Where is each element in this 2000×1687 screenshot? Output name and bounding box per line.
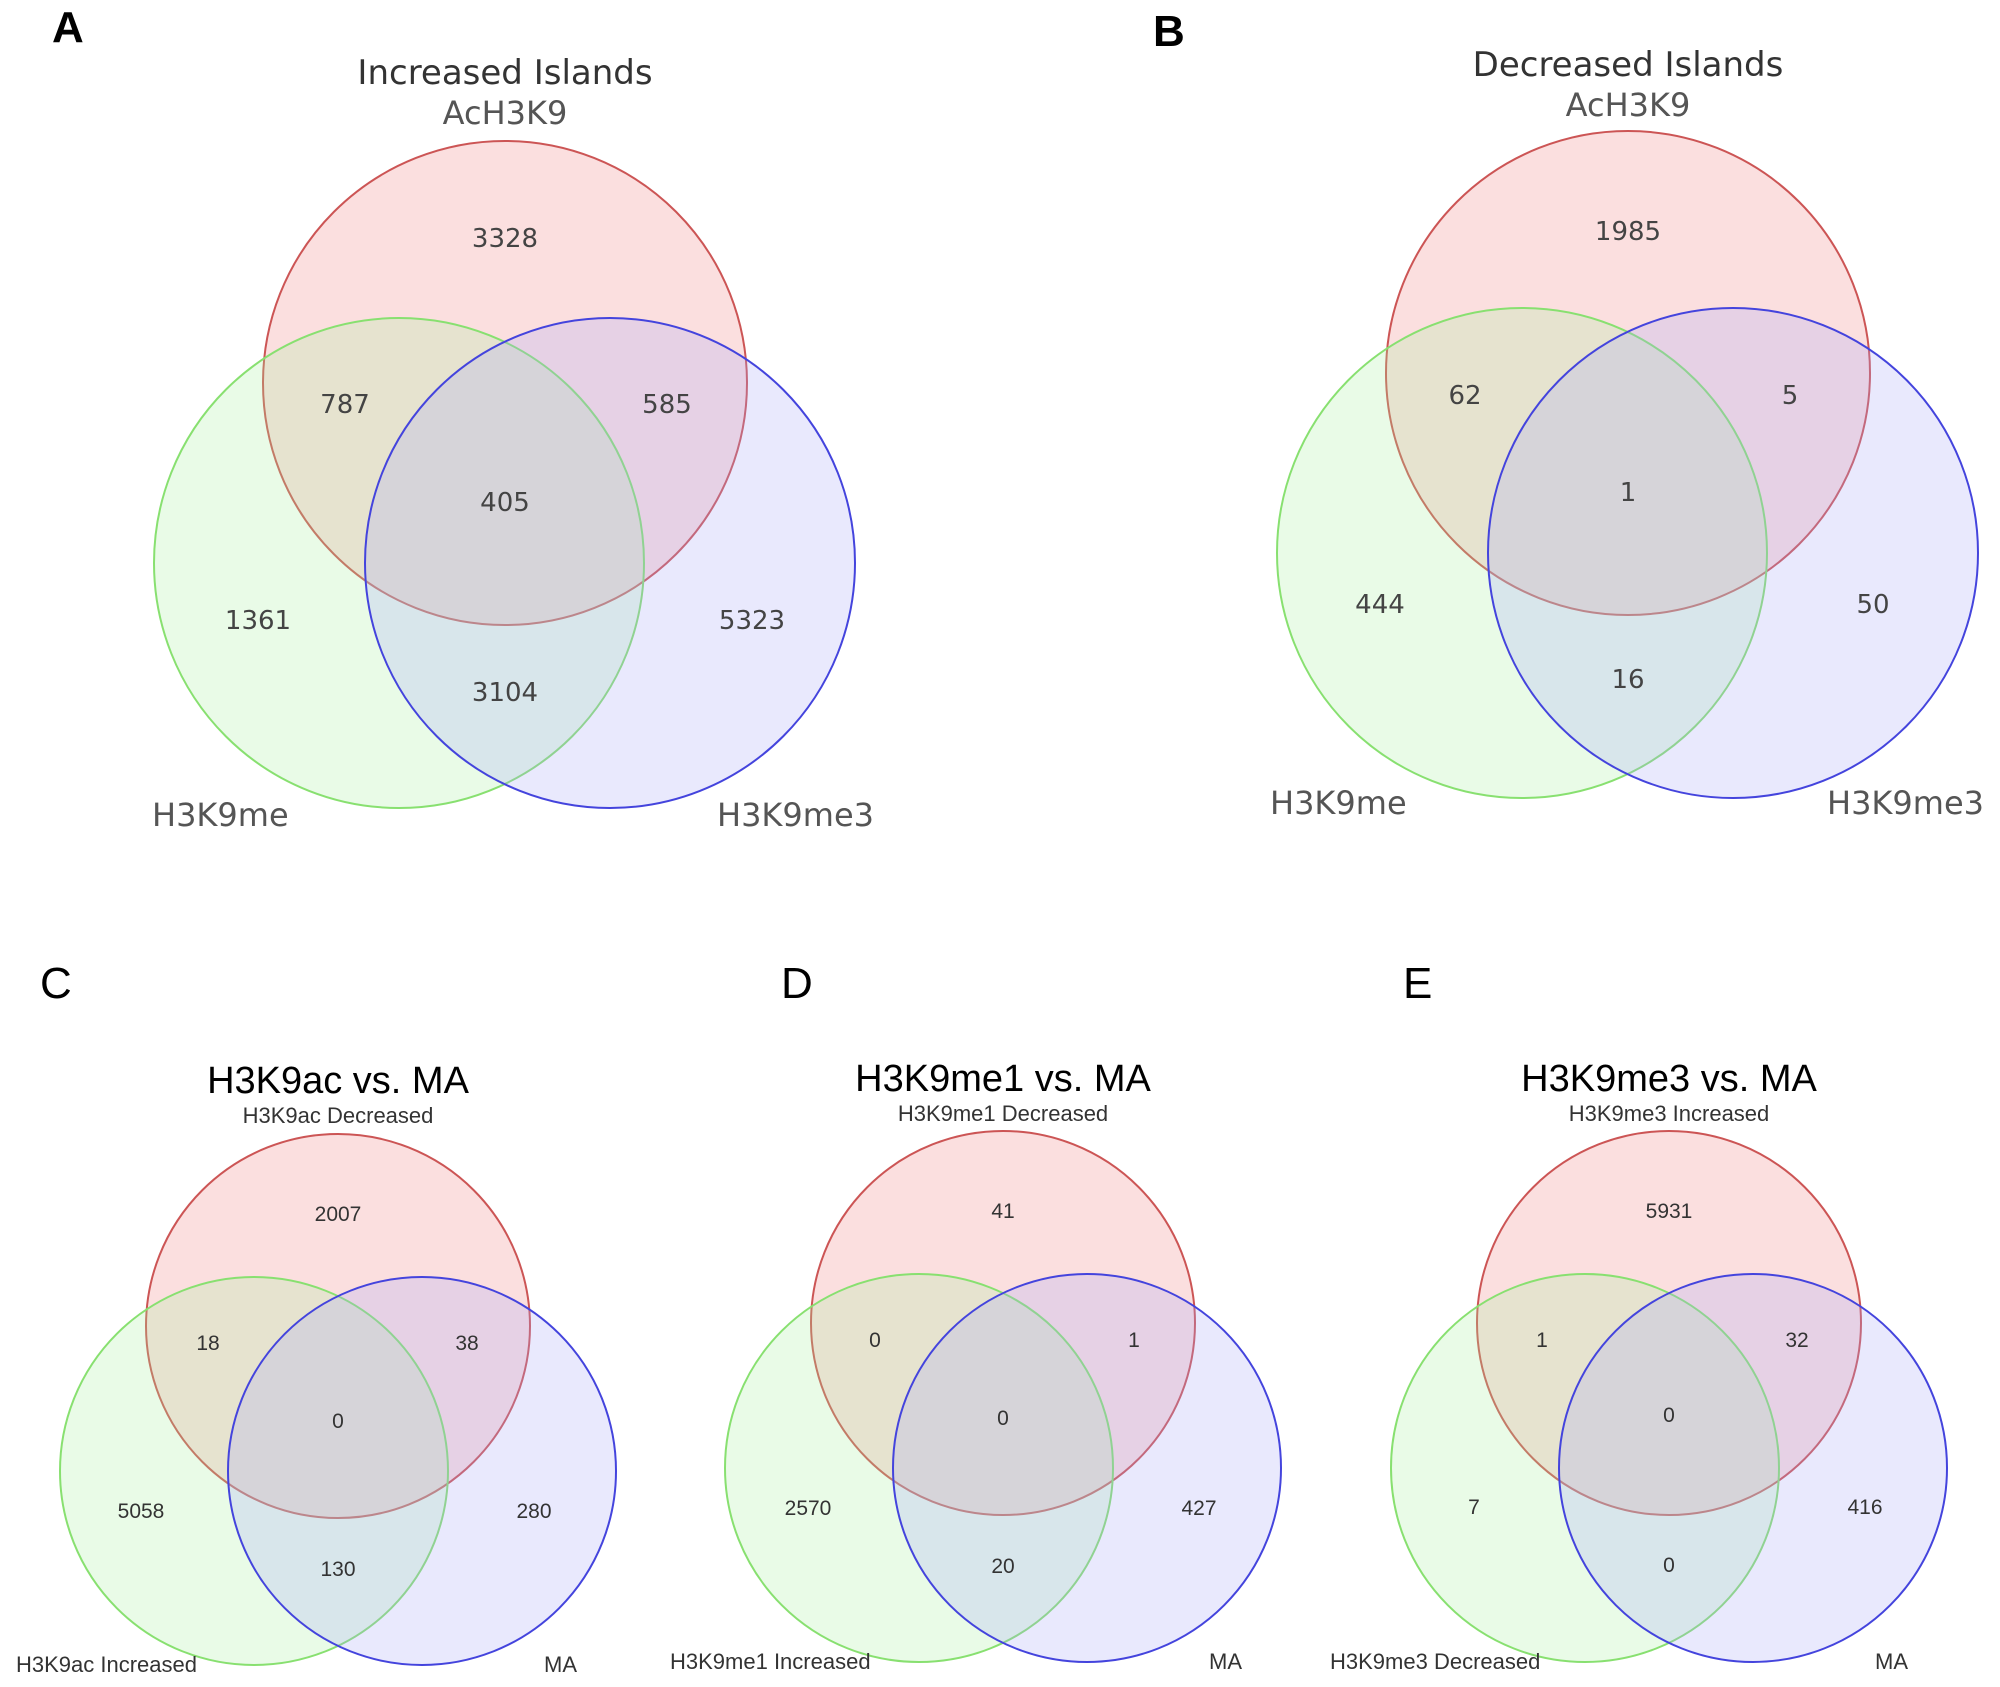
panel-e-circle-top — [1476, 1130, 1862, 1516]
panel-c-count-left-right: 130 — [320, 1558, 355, 1581]
panel-c-circle-right — [227, 1276, 617, 1666]
panel-b-circle-top — [1385, 130, 1871, 616]
panel-b-count-left-right: 16 — [1611, 665, 1644, 695]
panel-d-set-right-label: MA — [1209, 1649, 1242, 1674]
panel-b-count-top-only: 1985 — [1595, 217, 1661, 247]
panel-e-count-left-right: 0 — [1663, 1554, 1675, 1577]
panel-b: B Decreased Islands AcH3K9 1985 62 5 1 4… — [1153, 7, 1984, 822]
panel-d-title: H3K9me1 vs. MA — [855, 1058, 1151, 1100]
panel-e-count-left-only: 7 — [1468, 1496, 1480, 1519]
panel-e-circle-left — [1390, 1273, 1780, 1663]
panel-a-set-top-label: AcH3K9 — [443, 94, 568, 132]
panel-e-count-right-only: 416 — [1847, 1496, 1882, 1519]
panel-d-set-left-label: H3K9me1 Increased — [670, 1649, 871, 1674]
panel-e-set-left-label: H3K9me3 Decreased — [1330, 1649, 1540, 1674]
panel-a-circle-top — [262, 140, 748, 626]
panel-d-count-top-right: 1 — [1128, 1329, 1140, 1352]
panel-a-title: Increased Islands — [357, 53, 652, 93]
panel-a-count-center: 405 — [480, 488, 530, 518]
panel-b-count-center: 1 — [1620, 478, 1637, 508]
panel-b-circle-left — [1276, 307, 1768, 799]
panel-c-set-left-label: H3K9ac Increased — [16, 1652, 197, 1677]
panel-a-count-top-left: 787 — [320, 390, 370, 420]
panel-a-count-right-only: 5323 — [719, 606, 785, 636]
panel-d-letter: D — [781, 959, 813, 1008]
panel-d-count-right-only: 427 — [1181, 1497, 1216, 1520]
panel-c: C H3K9ac vs. MA H3K9ac Decreased 2007 18… — [16, 959, 617, 1677]
panel-b-count-top-left: 62 — [1448, 381, 1481, 411]
panel-a-count-left-only: 1361 — [225, 606, 291, 636]
panel-d-set-top-label: H3K9me1 Decreased — [898, 1101, 1108, 1126]
panel-a: A Increased Islands AcH3K9 3328 787 585 … — [52, 3, 874, 834]
panel-c-count-right-only: 280 — [516, 1500, 551, 1523]
panel-a-set-right-label: H3K9me3 — [717, 796, 874, 834]
panel-c-count-center: 0 — [332, 1410, 344, 1433]
panel-c-letter: C — [40, 959, 72, 1008]
panel-e-set-top-label: H3K9me3 Increased — [1569, 1101, 1770, 1126]
panel-d-count-top-only: 41 — [991, 1200, 1014, 1223]
panel-a-set-left-label: H3K9me — [152, 796, 289, 834]
panel-d-count-left-right: 20 — [991, 1555, 1014, 1578]
panel-e-count-top-right: 32 — [1785, 1329, 1808, 1352]
panel-b-set-right-label: H3K9me3 — [1827, 784, 1984, 822]
panel-d-count-center: 0 — [997, 1407, 1009, 1430]
panel-e: E H3K9me3 vs. MA H3K9me3 Increased 5931 … — [1330, 959, 1948, 1674]
panel-e-count-top-left: 1 — [1536, 1329, 1548, 1352]
panel-c-set-top-label: H3K9ac Decreased — [243, 1103, 434, 1128]
panel-c-circle-left — [59, 1276, 449, 1666]
panel-d-count-left-only: 2570 — [785, 1497, 832, 1520]
panel-b-letter: B — [1153, 7, 1185, 56]
panel-d-count-top-left: 0 — [869, 1329, 881, 1352]
panel-e-set-right-label: MA — [1875, 1649, 1908, 1674]
panel-e-circle-right — [1558, 1273, 1948, 1663]
panel-a-letter: A — [52, 3, 84, 52]
panel-b-set-left-label: H3K9me — [1270, 784, 1407, 822]
panel-d-circle-right — [892, 1273, 1282, 1663]
panel-d: D H3K9me1 vs. MA H3K9me1 Decreased 41 0 … — [670, 959, 1282, 1674]
panel-a-circle-right — [364, 317, 856, 809]
panel-e-letter: E — [1403, 959, 1432, 1008]
panel-b-count-right-only: 50 — [1856, 590, 1889, 620]
panel-c-count-left-only: 5058 — [118, 1500, 165, 1523]
panel-d-circle-top — [810, 1130, 1196, 1516]
panel-e-title: H3K9me3 vs. MA — [1521, 1058, 1817, 1100]
panel-b-set-top-label: AcH3K9 — [1566, 86, 1691, 124]
panel-b-title: Decreased Islands — [1473, 45, 1784, 85]
panel-b-circle-right — [1487, 307, 1979, 799]
panel-b-count-left-only: 444 — [1355, 590, 1405, 620]
panel-c-count-top-left: 18 — [196, 1332, 219, 1355]
panel-b-count-top-right: 5 — [1782, 381, 1799, 411]
panel-a-circle-left — [153, 317, 645, 809]
panel-a-count-top-right: 585 — [642, 390, 692, 420]
panel-c-count-top-only: 2007 — [315, 1203, 362, 1226]
panel-c-set-right-label: MA — [544, 1652, 577, 1677]
panel-e-count-top-only: 5931 — [1646, 1200, 1693, 1223]
panel-d-circle-left — [724, 1273, 1114, 1663]
panel-a-count-left-right: 3104 — [472, 678, 538, 708]
panel-a-count-top-only: 3328 — [472, 224, 538, 254]
panel-e-count-center: 0 — [1663, 1404, 1675, 1427]
panel-c-circle-top — [145, 1133, 531, 1519]
panel-c-title: H3K9ac vs. MA — [207, 1060, 470, 1102]
panel-c-count-top-right: 38 — [455, 1332, 478, 1355]
